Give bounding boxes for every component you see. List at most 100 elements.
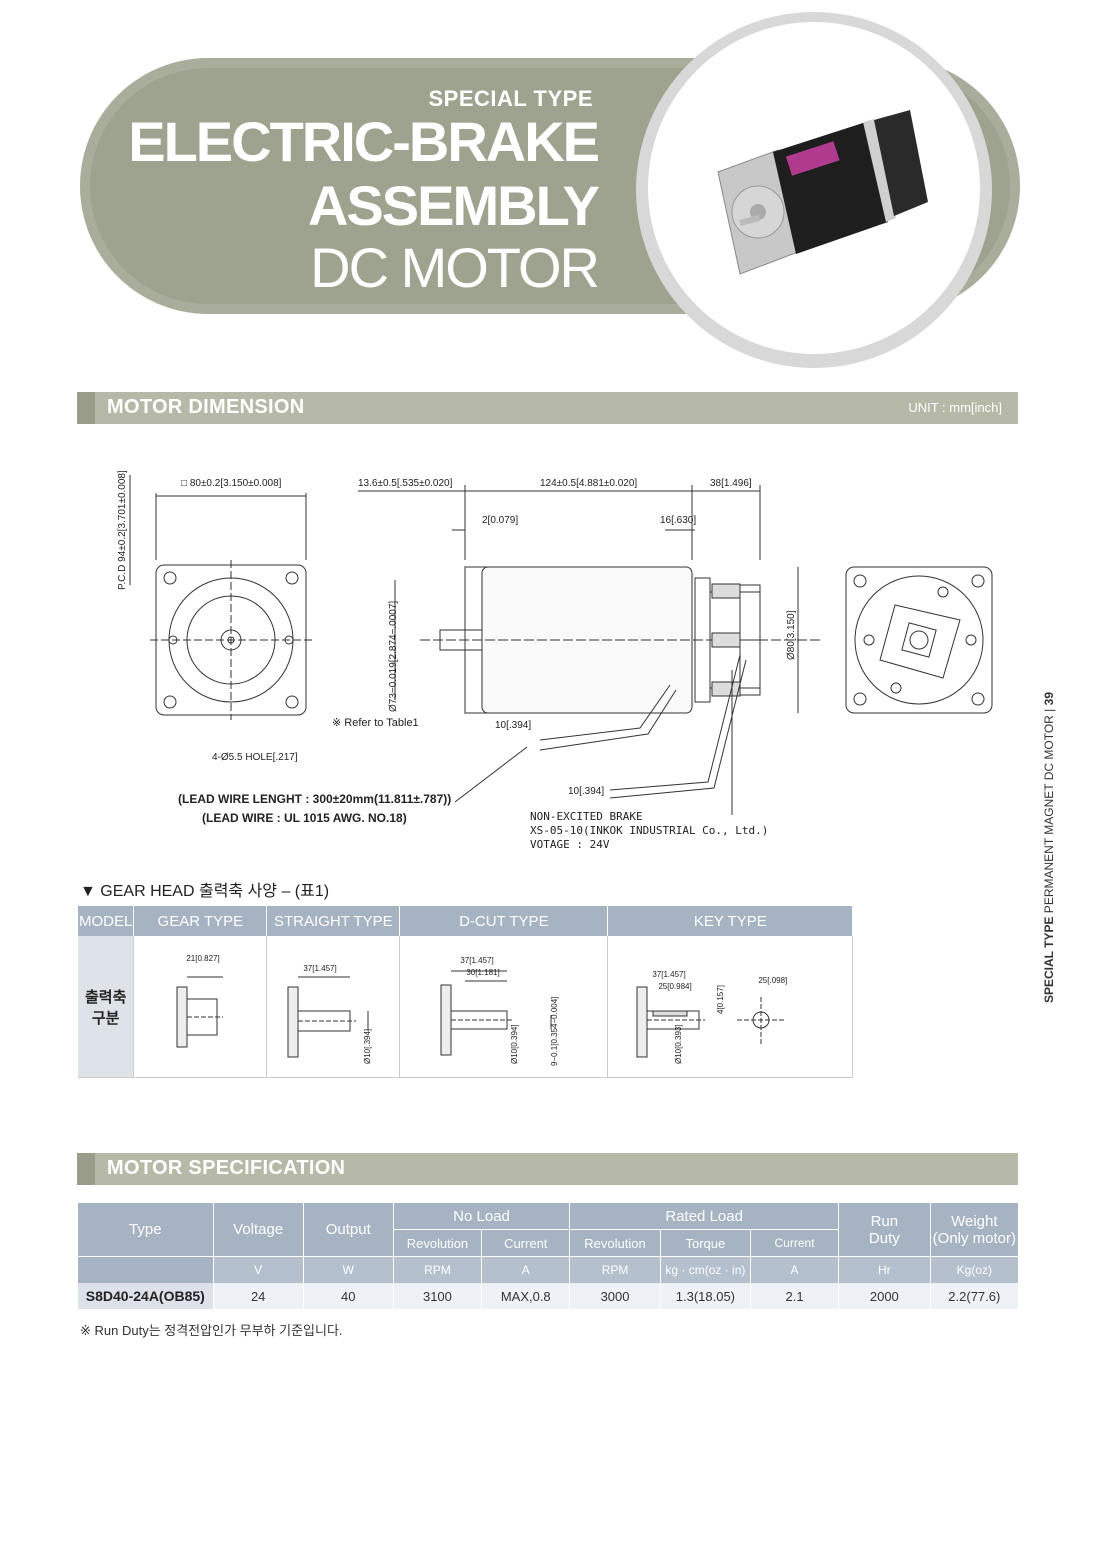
refer-note: ※ Refer to Table1: [332, 717, 419, 729]
col-weight: Weight(Only motor): [930, 1203, 1020, 1257]
row-label-line2: 구분: [91, 1009, 120, 1027]
header-title-line2: ASSEMBLY: [307, 174, 600, 237]
brake-label3: VOTAGE : 24V: [530, 838, 610, 851]
side-label-text: SPECIAL TYPE PERMANENT MAGNET DC MOTOR |…: [1042, 692, 1056, 1003]
dim-flange: 2[0.079]: [482, 515, 519, 526]
gear-table-header: MODEL GEAR TYPE STRAIGHT TYPE D-CUT TYPE…: [78, 906, 854, 936]
motor-specification-bar: MOTOR SPECIFICATION: [77, 1153, 1018, 1185]
col-voltage: Voltage: [213, 1203, 304, 1257]
key-dim-length: 37[1.457]: [652, 970, 686, 979]
col-model: MODEL: [78, 906, 135, 936]
page-number: 39: [1042, 692, 1056, 706]
col-no-load-current: Current: [481, 1229, 571, 1257]
brake-label2: XS-05-10(INKOK INDUSTRIAL Co., Ltd.): [530, 824, 769, 837]
cell-run-duty: 2000: [838, 1283, 931, 1309]
dim-body-length: 124±0.5[4.881±0.020]: [540, 478, 638, 489]
header-title-line1: ELECTRIC-BRAKE: [128, 110, 600, 173]
col-key-type: KEY TYPE: [607, 906, 854, 936]
gear-type-cell: 21[0.827]: [133, 936, 268, 1078]
run-duty-note: ※ Run Duty는 정격전압인가 무부하 기준입니다.: [80, 1323, 343, 1338]
col-rated-load: Rated Load: [569, 1203, 839, 1230]
col-no-load: No Load: [393, 1203, 571, 1230]
dim-square: □ 80±0.2[3.150±0.008]: [181, 478, 282, 489]
gear-type-drawing: [176, 976, 224, 1048]
straight-type-drawing: [287, 976, 369, 1058]
cell-weight: 2.2(77.6): [930, 1283, 1020, 1309]
col-rated-torque: Torque: [660, 1229, 752, 1257]
cell-rated-current: 2.1: [750, 1283, 839, 1309]
dim-lead1: 10[.394]: [495, 720, 532, 731]
dcut-type-drawing: [440, 970, 552, 1056]
dcut-dim-length: 37[1.457]: [460, 956, 494, 965]
spec-header-row2: Revolution Current Revolution Torque Cur…: [78, 1229, 1019, 1257]
weight-line2: (Only motor): [932, 1229, 1016, 1247]
dim-brake-length: 38[1.496]: [710, 478, 752, 489]
key-dim-width: 4[0.157]: [716, 985, 726, 1014]
col-rated-revolution: Revolution: [569, 1229, 661, 1257]
dcut-dim-flat: 9−0.1[0.354−0.004]: [550, 996, 560, 1066]
motor-spec-table: Type Voltage Output No Load Rated Load R…: [78, 1203, 1020, 1309]
dim-pcd: P.C.D 94±0.2[3.701±0.008]: [117, 470, 128, 590]
dim-shaft-dia: Ø73−0.019[2.874−.0007]: [388, 600, 399, 712]
col-gear-type: GEAR TYPE: [133, 906, 268, 936]
gear-head-table: MODEL GEAR TYPE STRAIGHT TYPE D-CUT TYPE…: [78, 906, 854, 1078]
section-accent: [77, 392, 95, 424]
cell-rated-revolution: 3000: [569, 1283, 661, 1309]
dim-brake-offset: 16[.630]: [660, 515, 697, 526]
run-duty-line1: Run: [870, 1212, 899, 1230]
side-label: SPECIAL TYPE PERMANENT MAGNET DC MOTOR |…: [1037, 692, 1057, 1008]
row-label: 출력축 구분: [78, 936, 135, 1078]
cell-output: 40: [303, 1283, 394, 1309]
unit-no-load-revolution: RPM: [393, 1256, 483, 1283]
header-title-line3: DC MOTOR: [310, 236, 600, 299]
cell-voltage: 24: [213, 1283, 304, 1309]
dcut-dim-cut: 30[1.181]: [466, 968, 500, 977]
cell-no-load-revolution: 3100: [393, 1283, 483, 1309]
col-type: Type: [78, 1203, 214, 1257]
motor-dimension-bar: MOTOR DIMENSION UNIT : mm[inch]: [77, 392, 1018, 424]
gear-head-caption: ▼ GEAR HEAD 출력축 사양 – (표1): [80, 883, 330, 900]
gear-dim: 21[0.827]: [186, 954, 220, 963]
dcut-type-cell: 37[1.457] 30[1.181] Ø10[0.394] 9−0.1[0.3…: [399, 936, 609, 1078]
unit-rated-revolution: RPM: [569, 1256, 661, 1283]
weight-line1: Weight: [951, 1212, 998, 1230]
unit-run-duty: Hr: [838, 1256, 931, 1283]
key-type-cell: 37[1.457] 25[0.984] Ø10[0.393] 4[0.157] …: [607, 936, 854, 1078]
unit-rated-current: A: [750, 1256, 839, 1283]
col-rated-current: Current: [750, 1229, 839, 1257]
unit-weight: Kg(oz): [930, 1256, 1020, 1283]
section-title: MOTOR DIMENSION: [107, 396, 305, 418]
cell-no-load-current: MAX,0.8: [481, 1283, 571, 1309]
side-label-strong: SPECIAL TYPE: [1042, 916, 1056, 1003]
col-no-load-revolution: Revolution: [393, 1229, 483, 1257]
brake-label1: NON-EXCITED BRAKE: [530, 810, 643, 823]
col-straight-type: STRAIGHT TYPE: [266, 906, 401, 936]
spec-header-row1: Type Voltage Output No Load Rated Load R…: [78, 1203, 1020, 1257]
lead-wire-type: (LEAD WIRE : UL 1015 AWG. NO.18): [202, 811, 407, 825]
side-label-rest: PERMANENT MAGNET DC MOTOR: [1042, 715, 1056, 914]
col-dcut-type: D-CUT TYPE: [399, 906, 609, 936]
lead-wire-length: (LEAD WIRE LENGHT : 300±20mm(11.811±.787…: [178, 792, 452, 806]
straight-dim-dia: Ø10[.394]: [363, 1028, 373, 1064]
unit-label: UNIT : mm[inch]: [908, 400, 1002, 415]
unit-output: W: [303, 1256, 394, 1283]
dim-front-offset: 13.6±0.5[.535±0.020]: [358, 478, 453, 489]
cell-rated-torque: 1.3(18.05): [660, 1283, 752, 1309]
key-dim-dia: Ø10[0.393]: [674, 1024, 684, 1064]
units-blank: [78, 1256, 214, 1283]
straight-type-cell: 37[1.457] Ø10[.394]: [266, 936, 401, 1078]
run-duty-line2: Duty: [868, 1229, 900, 1247]
unit-voltage: V: [213, 1256, 304, 1283]
row-label-line1: 출력축: [84, 988, 127, 1006]
col-output: Output: [303, 1203, 394, 1257]
product-photo-frame: [648, 22, 980, 354]
motor-dimension-drawing: [129, 475, 993, 815]
key-dim-key: 25[0.984]: [658, 982, 692, 991]
dim-body-dia: Ø80[3.150]: [786, 610, 797, 660]
cell-type: S8D40-24A(OB85): [78, 1283, 214, 1309]
dim-hole: 4-Ø5.5 HOLE[.217]: [212, 752, 298, 763]
gear-table-row: 출력축 구분 21[0.827] 37[1.457] Ø10[.394]: [78, 936, 854, 1078]
motor-photo-icon: [717, 110, 928, 275]
key-dim-depth: 25[.098]: [758, 976, 788, 985]
